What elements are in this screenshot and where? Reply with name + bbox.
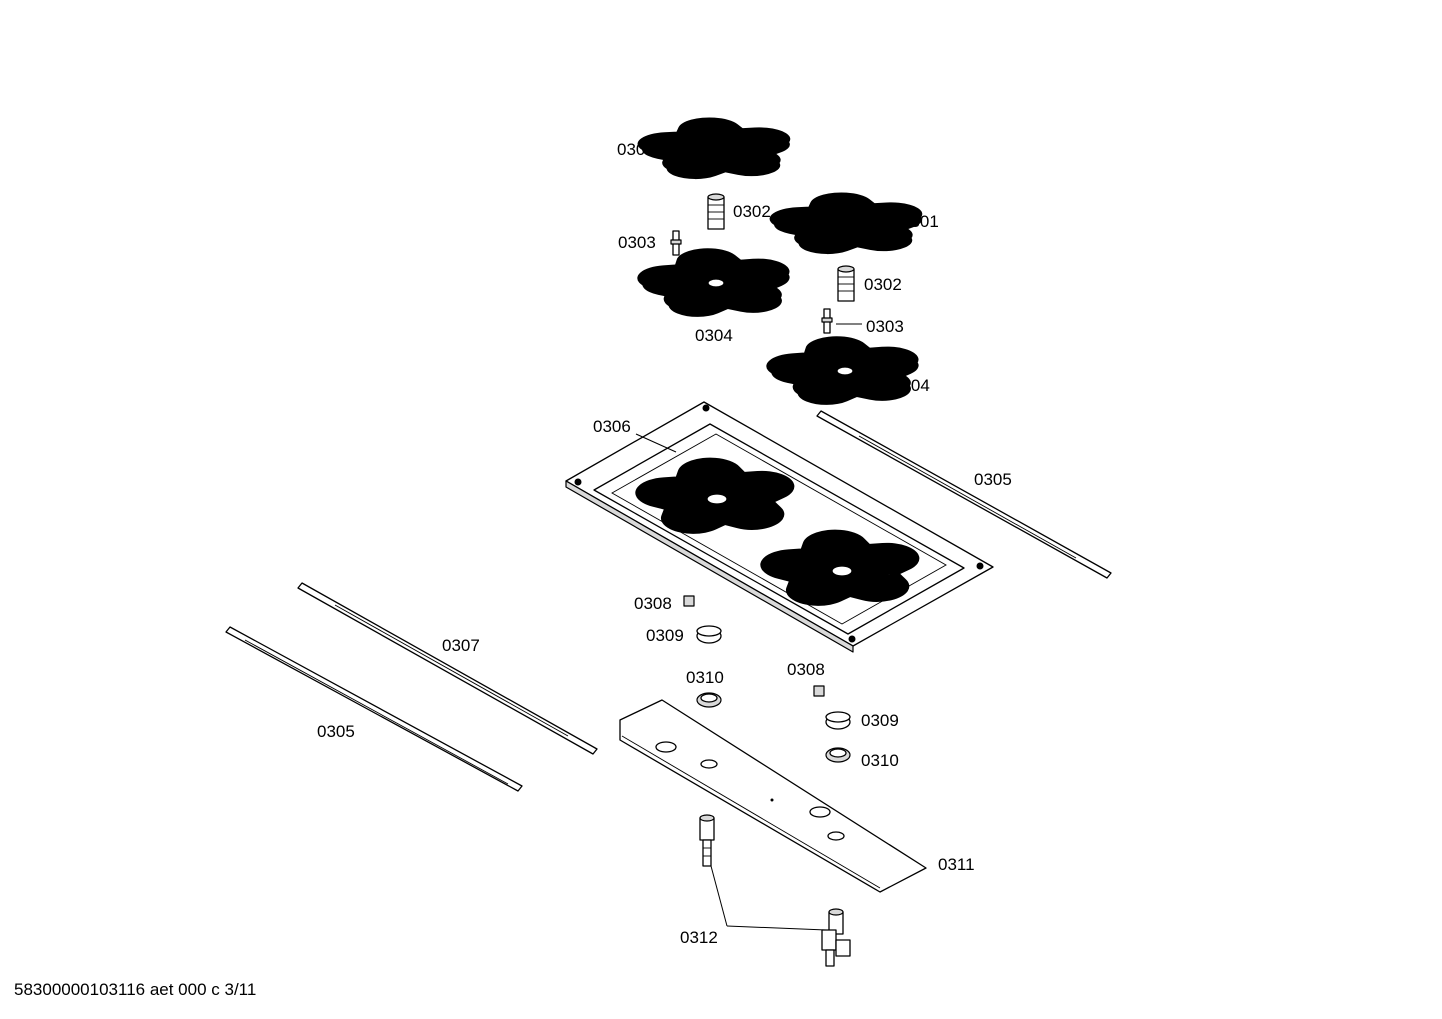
injector-sleeve-left <box>707 193 725 230</box>
label-0301-left: 0301 <box>617 140 655 159</box>
ring-left <box>696 692 722 708</box>
side-strip-left <box>225 626 523 792</box>
label-0311: 0311 <box>938 855 975 874</box>
side-strip-right <box>816 410 1112 579</box>
leader-lines <box>635 323 862 931</box>
label-0304-left: 0304 <box>695 326 733 345</box>
label-0312: 0312 <box>680 928 718 947</box>
hob-tray <box>565 401 994 653</box>
label-0308-right: 0308 <box>787 660 825 679</box>
washer-left <box>696 625 722 644</box>
label-0305-left: 0305 <box>317 722 355 741</box>
washer-right <box>825 711 851 730</box>
burner-cap-left <box>664 127 768 169</box>
nut-left <box>683 595 695 607</box>
burner-cap-right <box>796 202 900 244</box>
label-0309-left: 0309 <box>646 626 684 645</box>
ring-right <box>825 747 851 763</box>
gas-fitting-right <box>821 908 851 967</box>
label-0310-right: 0310 <box>861 751 899 770</box>
label-0307: 0307 <box>442 636 480 655</box>
side-strip-middle <box>297 582 598 755</box>
label-0309-right: 0309 <box>861 711 899 730</box>
label-0302-left: 0302 <box>733 202 771 221</box>
label-0301-right: 0301 <box>901 212 939 231</box>
label-0310-left: 0310 <box>686 668 724 687</box>
label-0306: 0306 <box>593 417 631 436</box>
gas-fitting-left <box>699 814 715 867</box>
label-0303-left: 0303 <box>618 233 656 252</box>
injector-sleeve-right <box>837 265 855 302</box>
label-0308-left: 0308 <box>634 594 672 613</box>
label-0303-right: 0303 <box>866 317 904 336</box>
support-bracket <box>619 699 927 893</box>
label-0305-right: 0305 <box>974 470 1012 489</box>
document-code: 58300000103116 aet 000 c 3/11 <box>14 980 257 999</box>
nut-right <box>813 685 825 697</box>
label-0304-right: 0304 <box>892 376 930 395</box>
spark-plug-right <box>821 308 833 334</box>
label-0302-right: 0302 <box>864 275 902 294</box>
